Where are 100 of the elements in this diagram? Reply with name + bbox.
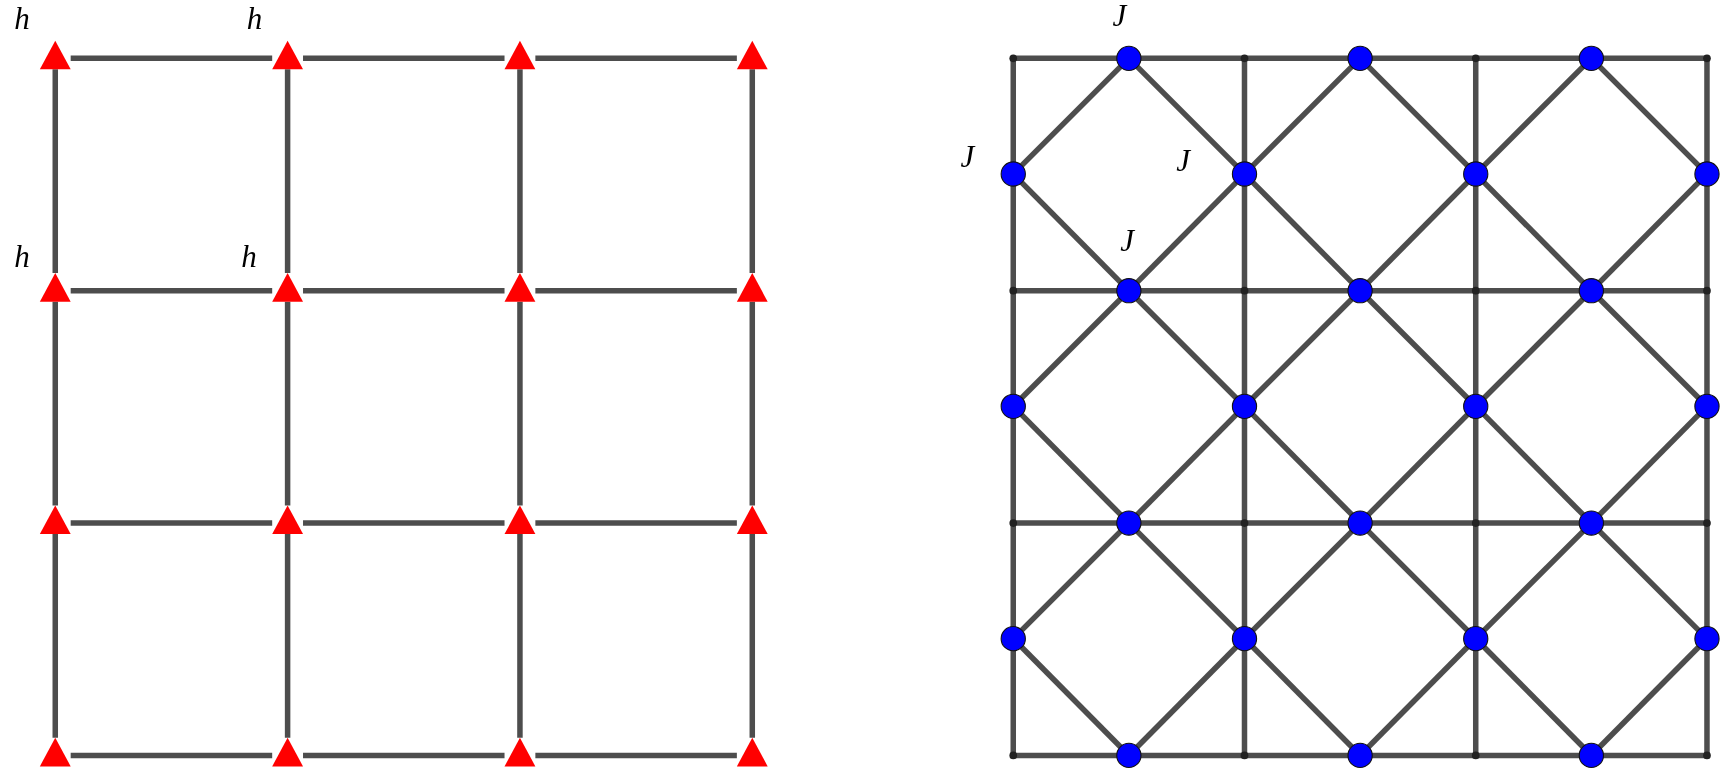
- triangle-marker: [39, 505, 71, 535]
- circle-marker: [1116, 742, 1142, 769]
- lattice-bond: [535, 55, 737, 62]
- lattice-bond: [1135, 64, 1238, 168]
- lattice-bond: [1251, 64, 1354, 168]
- lattice-bond: [1251, 297, 1354, 400]
- lattice-bond: [1019, 297, 1123, 400]
- lattice-bond: [70, 287, 273, 294]
- lattice-bond: [1366, 297, 1470, 400]
- lattice-bond: [1135, 645, 1238, 749]
- lattice-bond: [284, 534, 291, 738]
- circle-marker: [1694, 626, 1720, 652]
- triangle-marker: [504, 505, 536, 535]
- lattice-bond: [517, 301, 523, 506]
- lattice-bond: [535, 520, 737, 526]
- lattice-bond: [517, 534, 523, 738]
- lattice-bond: [303, 287, 505, 294]
- lattice-bond: [1597, 413, 1701, 517]
- lattice-bond: [303, 752, 505, 759]
- lattice-bond: [1482, 645, 1585, 749]
- lattice-bond: [749, 69, 756, 274]
- variable-label: J: [1112, 0, 1127, 31]
- lattice-bond: [1135, 180, 1238, 285]
- circle-marker: [1347, 510, 1373, 536]
- circle-marker: [1231, 626, 1258, 652]
- lattice-bond: [1135, 413, 1238, 517]
- circle-marker: [1231, 161, 1258, 187]
- lattice-bond: [749, 301, 756, 506]
- triangle-marker: [272, 505, 303, 535]
- circle-marker: [1116, 510, 1142, 536]
- lattice-bond: [1597, 297, 1701, 400]
- lattice-bond: [1135, 529, 1238, 633]
- lattice-bond: [1597, 645, 1701, 749]
- lattice-bond: [1019, 180, 1123, 285]
- circle-marker: [1578, 45, 1604, 71]
- triangle-marker: [272, 737, 303, 767]
- lattice-bond: [52, 69, 58, 274]
- lattice-bond: [1019, 645, 1123, 749]
- lattice-bond: [1135, 297, 1238, 400]
- circle-marker: [1000, 626, 1026, 652]
- lattice-bond: [284, 69, 291, 274]
- circle-marker: [1347, 742, 1373, 769]
- triangle-marker: [39, 273, 71, 302]
- variable-label: h: [241, 241, 257, 273]
- circle-marker: [1463, 161, 1489, 187]
- lattice-bond: [70, 752, 273, 759]
- variable-label: J: [960, 140, 975, 172]
- lattice-bond: [1251, 413, 1354, 517]
- lattice-bond: [52, 534, 58, 738]
- lattice-bond: [1597, 180, 1701, 285]
- circle-marker: [1347, 278, 1373, 304]
- lattice-bond: [749, 534, 756, 738]
- lattice-bond: [284, 301, 291, 506]
- triangle-marker: [736, 273, 768, 302]
- variable-label: h: [14, 3, 30, 35]
- triangle-marker: [39, 737, 71, 767]
- circle-marker: [1347, 45, 1373, 71]
- lattice-bond: [1019, 413, 1123, 517]
- triangle-marker: [736, 40, 768, 70]
- triangle-marker: [504, 273, 536, 302]
- circle-marker: [1231, 393, 1258, 419]
- circle-marker: [1578, 278, 1604, 304]
- variable-label: h: [14, 241, 30, 273]
- circle-marker: [1463, 393, 1489, 419]
- lattice-bond: [1482, 413, 1585, 517]
- circle-marker: [1116, 45, 1142, 71]
- variable-label: J: [1120, 224, 1134, 256]
- triangle-marker: [736, 505, 768, 535]
- lattice-bond: [1251, 645, 1354, 749]
- circle-marker: [1000, 393, 1026, 419]
- lattice-bond: [303, 55, 505, 62]
- lattice-bond: [1366, 180, 1470, 285]
- lattice-bond: [1482, 64, 1585, 168]
- lattice-bond: [52, 301, 58, 506]
- variable-label: J: [1176, 145, 1191, 177]
- lattice-bond: [1366, 65, 1470, 168]
- lattice-bond: [70, 55, 273, 62]
- lattice-bond: [1597, 65, 1701, 168]
- circle-marker: [1463, 626, 1489, 652]
- lattice-bond: [1251, 529, 1354, 633]
- triangle-marker: [736, 737, 768, 767]
- lattice-bond: [1366, 645, 1470, 749]
- circle-marker: [1000, 161, 1026, 187]
- lattice-bond: [303, 520, 505, 526]
- lattice-bond: [1019, 64, 1123, 168]
- circle-marker: [1116, 278, 1142, 304]
- triangle-marker: [272, 40, 303, 70]
- variable-label: h: [246, 3, 263, 35]
- circle-marker: [1694, 393, 1720, 419]
- lattice-bond: [535, 287, 737, 294]
- triangle-marker: [504, 737, 536, 767]
- lattice-bond: [1482, 180, 1585, 285]
- lattice-bond: [1019, 529, 1123, 633]
- lattice-bond: [70, 520, 273, 526]
- circle-marker: [1578, 510, 1604, 536]
- lattice-bond: [1597, 529, 1701, 633]
- triangle-marker: [504, 40, 536, 70]
- lattice-bond: [1366, 529, 1470, 633]
- lattice-bond: [517, 69, 523, 274]
- lattice-bond: [1251, 180, 1354, 285]
